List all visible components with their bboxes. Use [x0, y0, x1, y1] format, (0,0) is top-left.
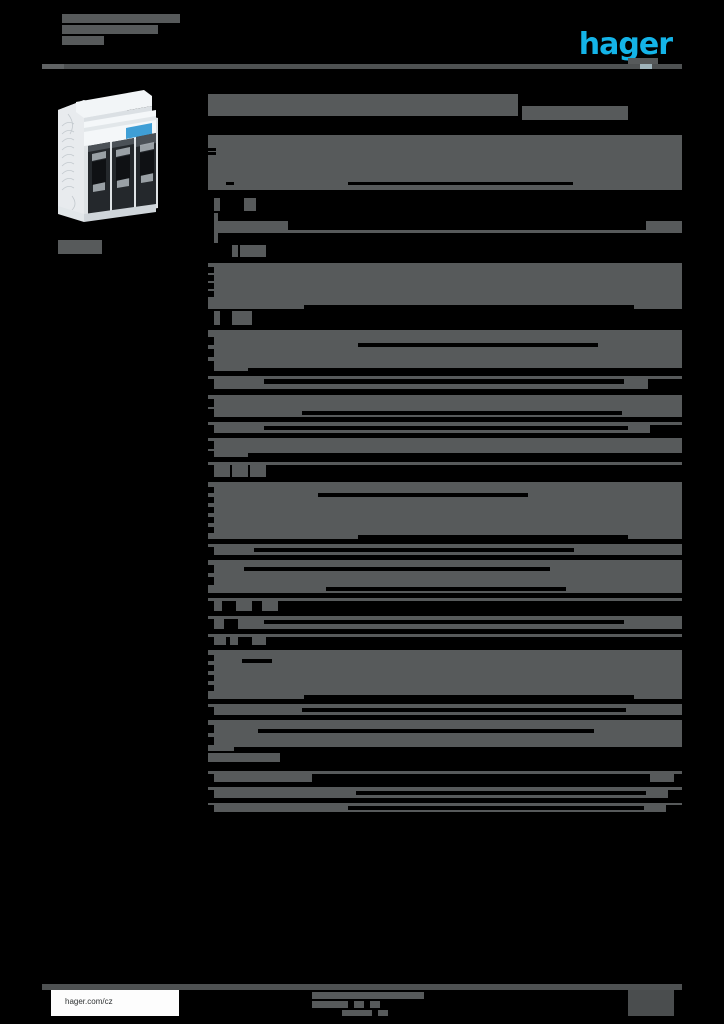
- footer-divider: [42, 984, 682, 990]
- table-row: [208, 613, 682, 629]
- header-title-block: [62, 14, 222, 47]
- table-row: [208, 595, 682, 611]
- page-header: hager: [42, 14, 682, 70]
- header-line-1: [62, 14, 180, 23]
- header-divider-tab: [42, 64, 64, 69]
- page-subtitle: [522, 106, 629, 120]
- table-row: [208, 419, 682, 433]
- table-row: [208, 198, 682, 211]
- main-content: [208, 88, 682, 814]
- table-row: [208, 647, 682, 699]
- hager-logo-underline: [628, 58, 658, 65]
- table-row: [208, 459, 682, 477]
- table-row: [208, 259, 682, 309]
- hager-logo: hager: [578, 27, 673, 62]
- table-row: [208, 311, 682, 325]
- table-subheading: [208, 753, 280, 762]
- table-row: [208, 479, 682, 539]
- product-caption: [58, 240, 102, 254]
- footer-url-box: hager.com/cz: [51, 990, 179, 1016]
- footer-url-link[interactable]: hager.com/cz: [65, 997, 113, 1006]
- table-row: [208, 784, 682, 798]
- table-row: [208, 800, 682, 812]
- table-spacer: [208, 764, 682, 766]
- table-row: [208, 701, 682, 715]
- table-row: [208, 631, 682, 645]
- header-divider-marker: [640, 64, 652, 69]
- footer-center-text: [312, 992, 432, 1016]
- table-row: [208, 435, 682, 457]
- table-row: [208, 557, 682, 593]
- table-row: [208, 245, 682, 257]
- table-row: [208, 541, 682, 555]
- fuse-switch-disconnector-photo: [58, 90, 158, 222]
- footer-page-number: [628, 990, 674, 1016]
- page-footer: hager.com/cz: [42, 990, 682, 1018]
- product-figure: [48, 88, 188, 268]
- header-line-2: [62, 25, 158, 34]
- table-row: [208, 768, 682, 782]
- table-row: [208, 327, 682, 371]
- table-row: [208, 717, 682, 751]
- header-line-3: [62, 36, 104, 45]
- table-row: [208, 373, 682, 389]
- page-title: [208, 94, 518, 116]
- table-row: [208, 132, 682, 196]
- table-row: [208, 391, 682, 417]
- specifications-table: [208, 132, 682, 812]
- table-row: [208, 213, 682, 243]
- header-divider: [42, 64, 682, 69]
